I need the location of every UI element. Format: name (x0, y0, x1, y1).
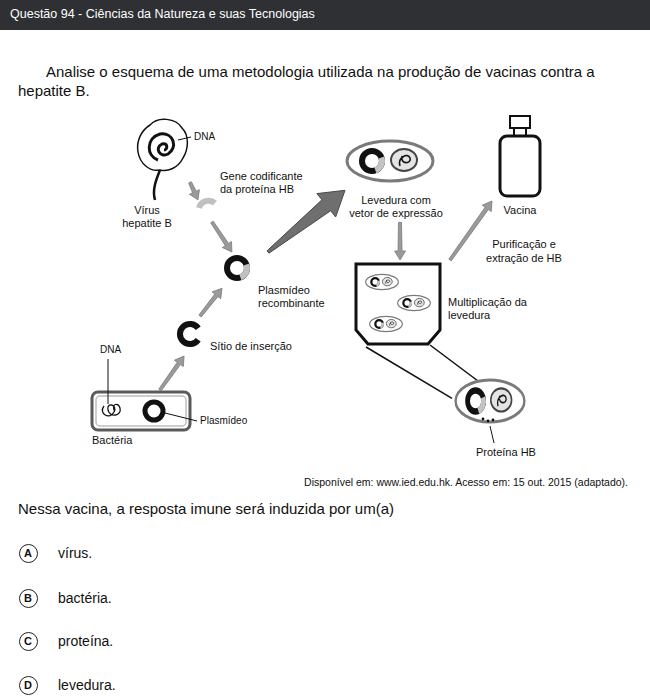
process-arrow (199, 288, 222, 317)
vaccine-node: Vacina (492, 114, 550, 219)
node-label: Proteína HB (476, 446, 536, 459)
protein-dot (487, 420, 490, 423)
zoom-line (430, 345, 478, 381)
virus-dna (149, 134, 173, 160)
callout-label: DNA (194, 131, 215, 144)
option-letter: B (19, 589, 38, 608)
transfer-arrow (267, 190, 345, 253)
cut-plasmid (180, 324, 198, 344)
bacterium-membrane (96, 396, 186, 426)
gene-node: Gene codificante da proteína HB (198, 168, 308, 222)
recombinant-plasmid (227, 258, 247, 278)
leader-line (178, 137, 191, 140)
vessel-outline (356, 264, 440, 344)
node-label: Gene codificante da proteína HB (220, 170, 306, 196)
option-letter: C (19, 632, 38, 651)
virus-node: Vírus hepatite B (118, 116, 190, 232)
node-label: Multiplicação da levedura (448, 296, 532, 322)
zoom-node: Proteína HB (452, 378, 542, 461)
yeast-node: Levedura com vetor de expressão (345, 138, 447, 222)
leader-line (165, 413, 197, 421)
vaccine-vial (500, 116, 540, 196)
option-letter-text: A (24, 548, 32, 559)
bacterium (92, 359, 197, 430)
protein-dot (482, 418, 485, 421)
option-letter: D (19, 676, 38, 695)
protein-dot (492, 419, 495, 422)
zoomed-yeast (456, 380, 525, 443)
bacterium-node: Bactéria (90, 390, 192, 449)
yeast-cell-pair (366, 274, 399, 289)
option-text: vírus. (58, 545, 92, 563)
node-label: Bactéria (92, 434, 132, 447)
virus-tail (154, 170, 160, 200)
plasmid-ring (227, 258, 247, 278)
node-label: Vacina (492, 204, 548, 217)
option-letter: A (19, 544, 38, 563)
node-label: Levedura com vetor de expressão (348, 194, 444, 220)
yeast-with-vector (347, 141, 433, 181)
edge-label: Purificação e extração de HB (484, 238, 564, 266)
option-text: proteína. (58, 633, 113, 651)
option-text: bactéria. (58, 590, 112, 608)
zoom-line (366, 347, 452, 398)
yeast-cell-pair (398, 295, 431, 310)
header-band: Questão 94 - Ciências da Natureza e suas… (0, 0, 650, 30)
virus-envelope (138, 119, 188, 170)
hepatitis-b-virus (138, 119, 191, 200)
yeast-cell-pair (370, 316, 403, 331)
culture-vessel (356, 264, 440, 344)
process-arrow (159, 356, 184, 391)
option-letter-text: D (24, 680, 32, 691)
bacterium-wall (92, 392, 190, 430)
vial-cap (510, 116, 530, 128)
vessel-node: Multiplicação da levedura (353, 260, 534, 347)
vial-body (500, 136, 540, 196)
intro-text: Analise o esquema de uma metodologia uti… (18, 62, 632, 100)
gene-fragment (199, 201, 215, 208)
option-letter-text: B (24, 593, 32, 604)
cut-plasmid-node: Sítio de inserção (176, 316, 300, 356)
node-label: Sítio de inserção (210, 340, 292, 353)
inserted-gene (240, 265, 247, 278)
option-text: levedura. (58, 677, 116, 695)
process-arrow (189, 182, 200, 200)
callout-label: DNA (100, 344, 121, 357)
node-label: Plasmídeo recombinante (258, 284, 330, 310)
bacterial-dna (102, 404, 120, 415)
leader-line (490, 426, 494, 443)
process-arrow (395, 222, 406, 260)
plasmid-node: Plasmídeo recombinante (222, 252, 332, 312)
source-note: Disponível em: www.ied.edu.hk. Acesso em… (304, 476, 628, 489)
process-arrow (211, 221, 232, 252)
bacterial-plasmid (145, 402, 163, 420)
question-text: Nessa vacina, a resposta imune será indu… (18, 500, 394, 519)
node-label: Questão 94 - Ciências da Natureza e suas… (10, 7, 315, 22)
callout-label: Plasmídeo (200, 415, 247, 428)
node-label: Vírus hepatite B (118, 204, 176, 230)
leader-line (108, 359, 109, 404)
option-letter-text: C (24, 636, 32, 647)
yeast-cell-pair (456, 380, 525, 422)
